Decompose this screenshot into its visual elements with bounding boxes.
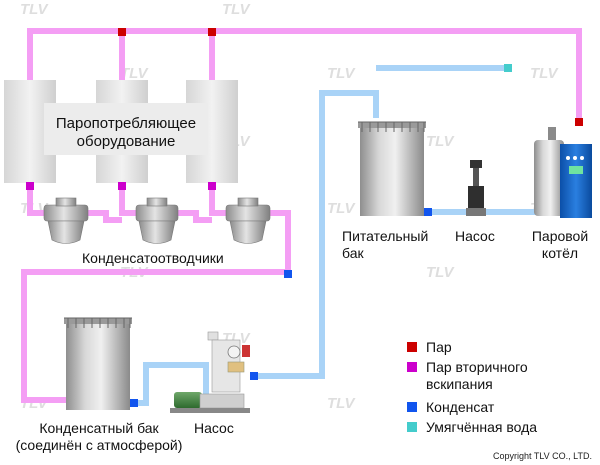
copyright: Copyright TLV CO., LTD.: [492, 451, 592, 461]
legend-label: Пар вторичного вскипания: [426, 359, 528, 392]
feed-pump-label: Насос: [455, 228, 495, 244]
watermark: TLV: [222, 1, 251, 18]
equipment-label: Паропотребляющее оборудование: [55, 115, 197, 150]
boiler-label: Паровой котёл: [531, 228, 589, 261]
watermark: TLV: [120, 65, 149, 82]
legend-swatch: [407, 342, 417, 352]
steam-equipment: [4, 80, 238, 183]
feed-pump: [466, 160, 486, 216]
watermarks: TLV TLV TLV TLV TLV TLV TLV TLV TLV TLV …: [20, 1, 559, 412]
valve-markers: [26, 28, 583, 407]
watermark: TLV: [20, 1, 49, 18]
legend-swatch: [407, 422, 417, 432]
steam-boiler: [534, 127, 592, 218]
legend-swatch: [407, 362, 417, 372]
legend-swatch: [407, 402, 417, 412]
watermark: TLV: [327, 65, 356, 82]
legend-label: Пар: [426, 339, 452, 355]
condensate-tank-label: Конденсатный бак (соединён с атмосферой): [15, 420, 183, 453]
condensate-pump-label: Насос: [194, 420, 234, 436]
watermark: TLV: [530, 65, 559, 82]
watermark: TLV: [327, 200, 356, 217]
steam-pipes: [21, 28, 582, 403]
legend-label: Умягчённая вода: [426, 419, 538, 435]
feed-tank: [358, 121, 426, 216]
steam-traps: [43, 197, 271, 244]
steam-traps-label: Конденсатоотводчики: [82, 250, 224, 266]
watermark: TLV: [426, 264, 455, 281]
legend-item-soft-water: Умягчённая вода: [407, 419, 537, 436]
watermark: TLV: [327, 395, 356, 412]
legend-item-steam: Пар: [407, 339, 452, 356]
condensate-pump: [170, 331, 250, 413]
legend-label: Конденсат: [426, 399, 495, 415]
condensate-tank: [64, 317, 132, 410]
legend-item-flash-steam: Пар вторичного вскипания: [407, 359, 528, 393]
watermark: TLV: [426, 133, 455, 150]
feed-tank-label: Питательный бак: [342, 228, 429, 261]
legend-item-condensate: Конденсат: [407, 399, 494, 416]
